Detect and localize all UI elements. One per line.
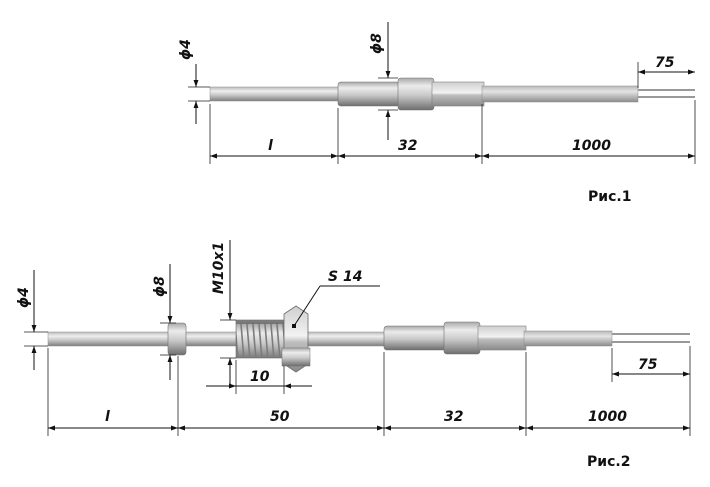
probe-rod xyxy=(209,86,341,102)
probe-assembly-2 xyxy=(47,305,690,373)
label-1000: 1000 xyxy=(572,138,611,154)
dim-probe-diameter-2: ϕ4 xyxy=(16,270,48,370)
figure-1: ϕ4 ϕ8 l 32 1000 75 Ри xyxy=(178,22,696,205)
dim-hex-2: S 14 xyxy=(292,269,380,328)
cable xyxy=(481,85,639,103)
fitting-nut xyxy=(397,77,435,111)
fitting-sleeve xyxy=(477,325,527,351)
label-s14: S 14 xyxy=(328,269,362,285)
label-1000: 1000 xyxy=(588,409,627,425)
cable xyxy=(523,330,613,347)
label-75: 75 xyxy=(655,55,675,71)
fitting-sleeve xyxy=(431,81,485,107)
label-phi8: ϕ8 xyxy=(369,33,385,54)
figure-2: ϕ4 ϕ8 M10x1 S 14 xyxy=(16,240,691,470)
dim-fitting-diameter-1: ϕ8 xyxy=(369,22,398,140)
dim-thread-2: M10x1 xyxy=(211,240,236,388)
fitting-collar xyxy=(337,81,401,107)
dim-collar-diameter-2: ϕ8 xyxy=(152,264,176,380)
dim-lengths-1: l 32 1000 xyxy=(209,100,696,164)
dim-thread-length-2: 10 xyxy=(206,360,312,394)
hex-base xyxy=(281,347,311,367)
dim-probe-diameter-1: ϕ4 xyxy=(178,39,210,124)
label-phi4: ϕ4 xyxy=(178,39,194,60)
label-32: 32 xyxy=(444,409,463,425)
probe-assembly-1 xyxy=(209,77,695,111)
caption-fig1: Рис.1 xyxy=(588,189,631,205)
label-50: 50 xyxy=(270,409,290,425)
fitting-nut xyxy=(443,321,481,355)
dim-lead-length-1: 75 xyxy=(637,55,695,88)
label-phi8: ϕ8 xyxy=(152,276,168,297)
dim-lengths-2: l 50 32 1000 xyxy=(47,346,691,436)
label-l: l xyxy=(105,409,110,425)
thread xyxy=(235,319,285,359)
label-10: 10 xyxy=(250,369,270,385)
label-l: l xyxy=(268,138,273,154)
label-32: 32 xyxy=(398,138,417,154)
probe-rod xyxy=(47,331,389,347)
label-75: 75 xyxy=(638,357,658,373)
fitting-collar xyxy=(383,325,447,351)
label-thread: M10x1 xyxy=(211,242,227,294)
collar xyxy=(167,322,187,356)
dim-lead-length-2: 75 xyxy=(611,348,690,382)
caption-fig2: Рис.2 xyxy=(587,454,630,470)
label-phi4: ϕ4 xyxy=(16,287,32,308)
